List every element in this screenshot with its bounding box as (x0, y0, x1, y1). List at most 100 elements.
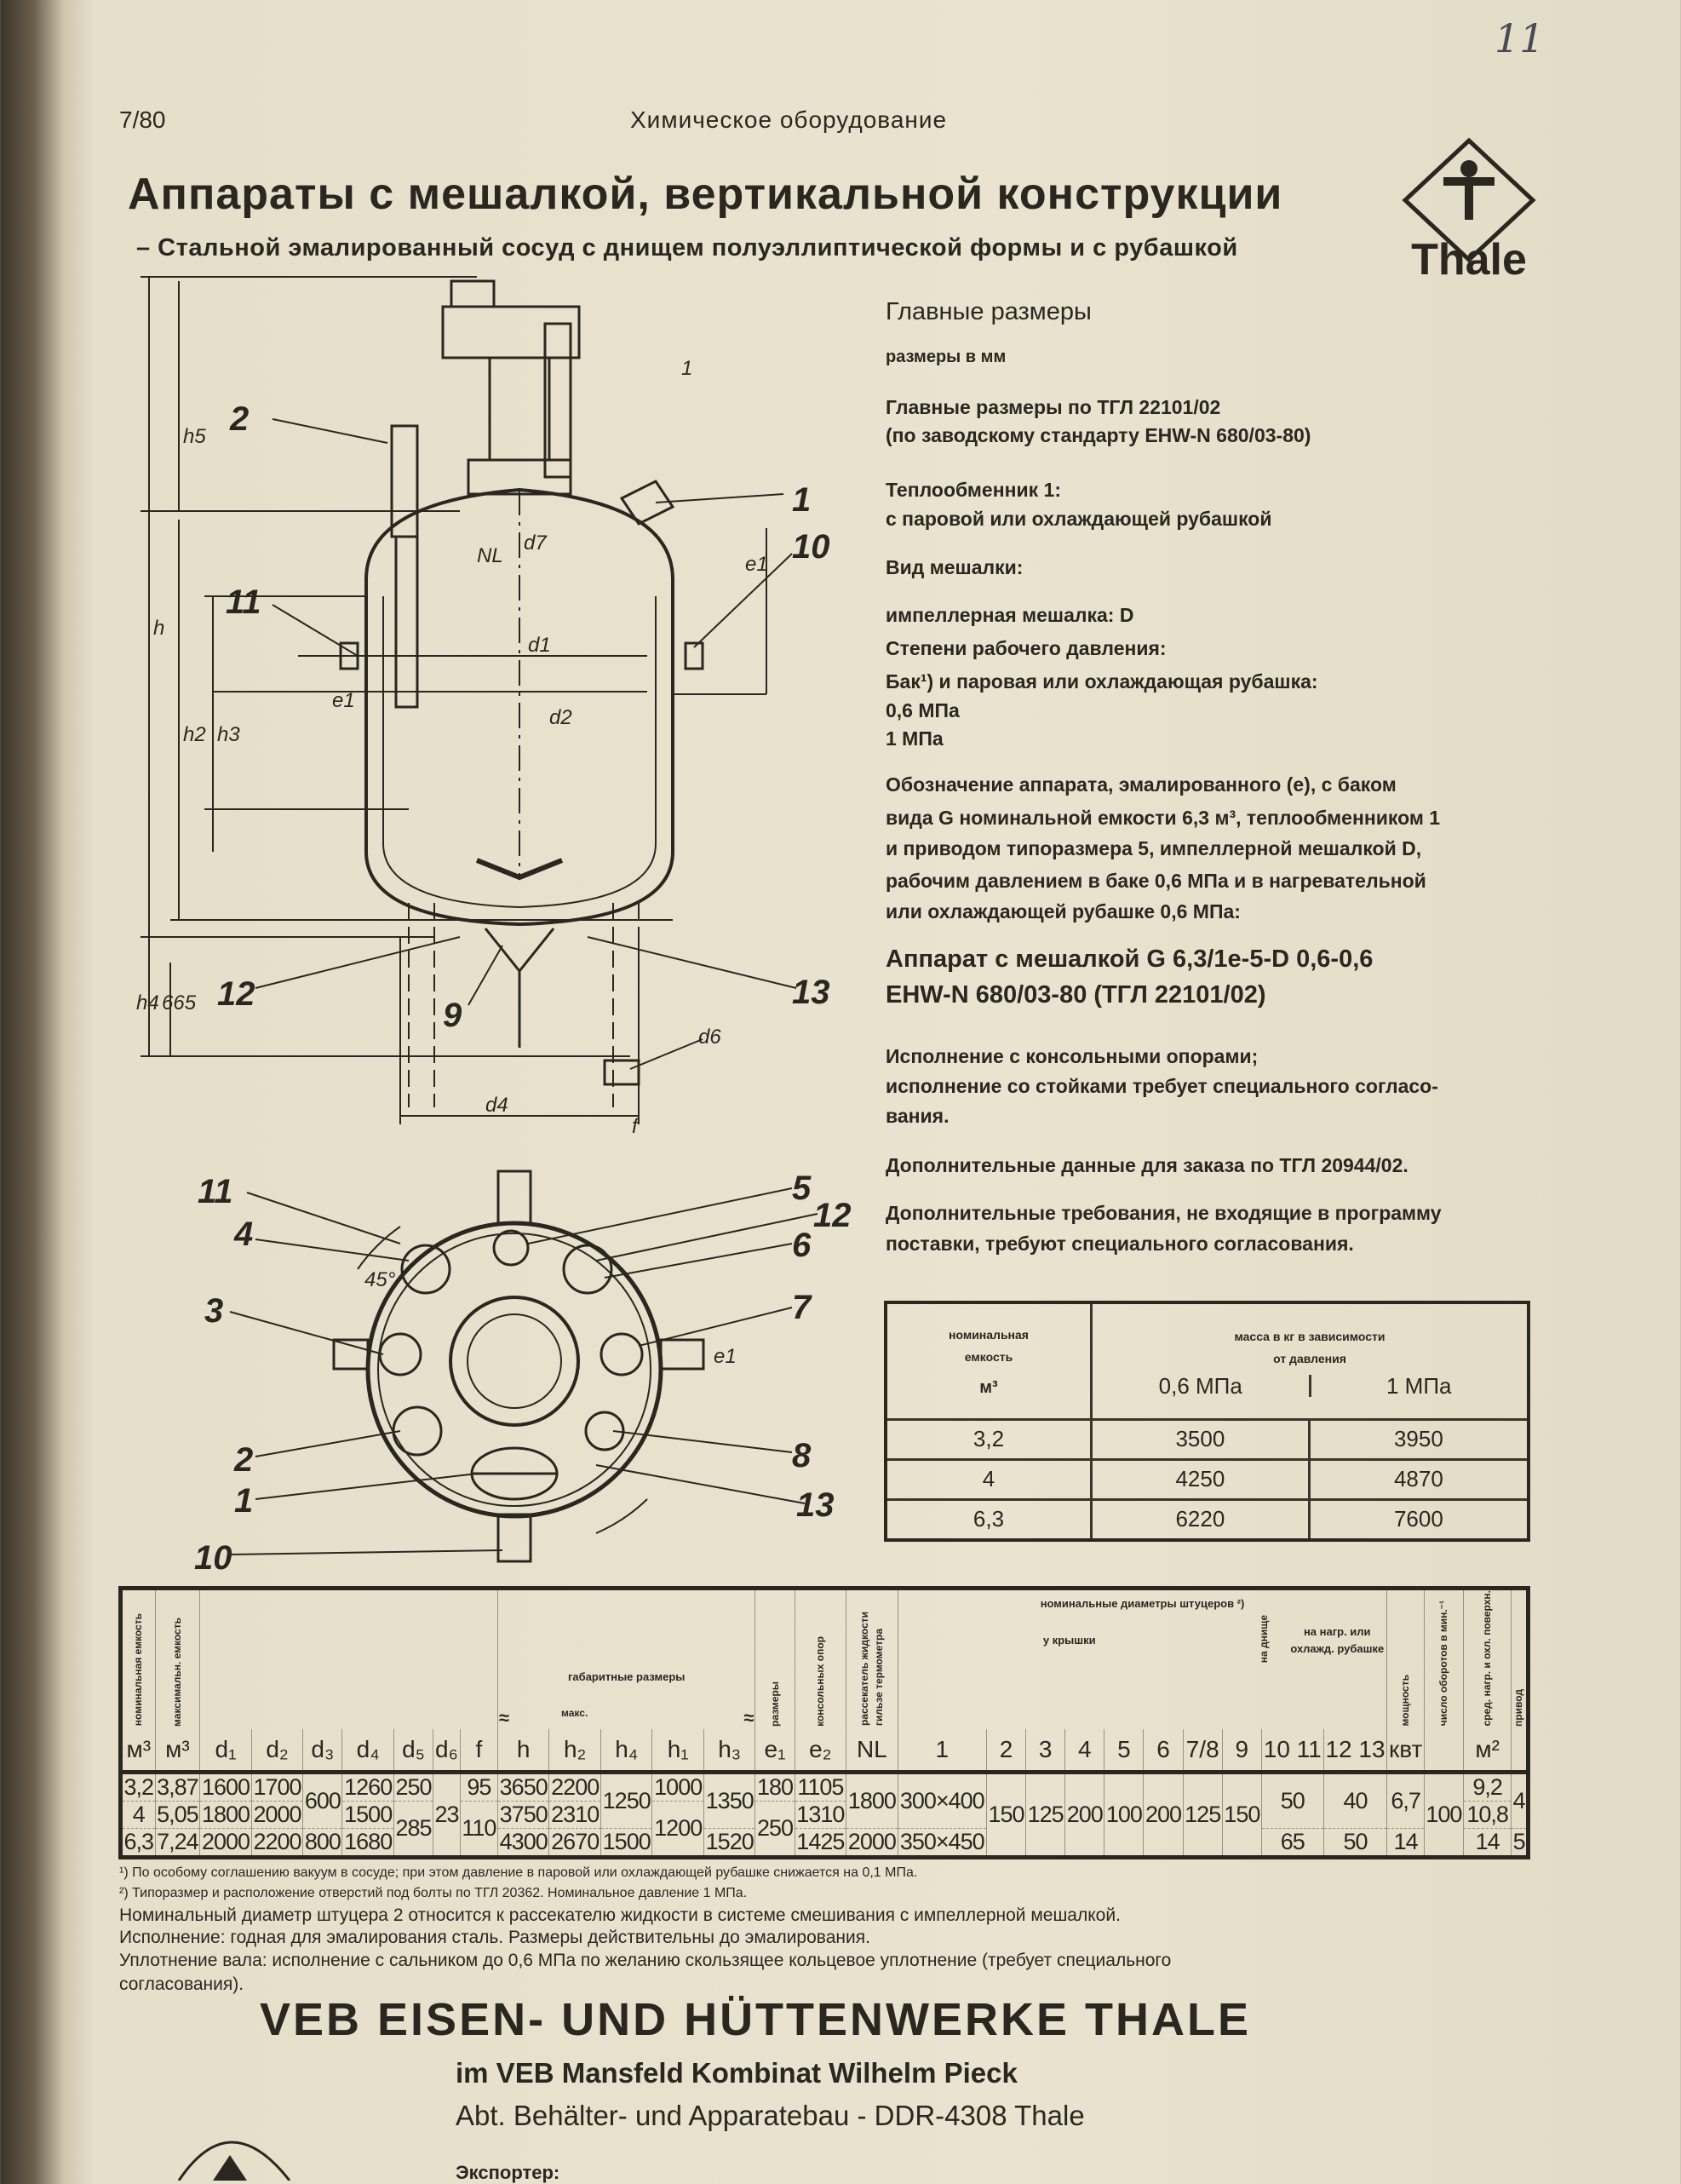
table-cell: 1700 (250, 1771, 303, 1801)
spec-line: или охлаждающей рубашке 0,6 МПа: (886, 900, 1241, 922)
column-symbol: h₄ (600, 1728, 652, 1774)
spec-line: Дополнительные данные для заказа по ТГЛ … (886, 1154, 1408, 1176)
table-cell: 14 (1386, 1827, 1425, 1857)
column-symbol: d₅ (393, 1728, 433, 1774)
spec-line: Степени рабочего давления: (886, 637, 1167, 659)
dim-h2: h2 (183, 723, 206, 746)
header-nominal-capacity: номинальная емкость (120, 1588, 155, 1729)
callout-11: 11 (226, 583, 261, 621)
logo-text: Thale (1411, 235, 1527, 277)
column-symbol: d₄ (341, 1728, 394, 1774)
column-symbol: h₃ (703, 1728, 755, 1774)
table-cell: 1680 (341, 1827, 394, 1857)
table-cell: 2000 (250, 1800, 303, 1828)
table-cell: 1800 (199, 1800, 252, 1828)
cell: 6220 (1090, 1497, 1311, 1542)
plan-callout-5: 5 (792, 1170, 812, 1207)
spec-units: размеры в мм (886, 348, 1007, 366)
table-cell: 100 (1104, 1771, 1144, 1857)
callout-12: 12 (217, 975, 255, 1013)
table-cell: 300×400 (897, 1771, 987, 1828)
callout-10: 10 (792, 528, 830, 566)
company-kombinat: im VEB Mansfeld Kombinat Wilhelm Pieck (456, 2057, 1018, 2089)
table-cell: 350×450 (897, 1827, 987, 1857)
table-cell: 1310 (794, 1800, 846, 1828)
table-cell: 125 (1182, 1771, 1223, 1857)
table-cell: 4 (120, 1800, 155, 1828)
column-symbol: 10 11 (1260, 1728, 1324, 1774)
table-cell: 2200 (250, 1827, 303, 1857)
plan-callout-13: 13 (796, 1486, 835, 1524)
table-cell: 6,7 (1386, 1771, 1425, 1828)
table-cell: 1000 (651, 1771, 704, 1801)
table-cell: 95 (459, 1771, 498, 1801)
table-cell: 3650 (496, 1771, 549, 1801)
table-cell: 3,2 (120, 1771, 155, 1801)
section-mark: 1 (681, 357, 692, 380)
header-text: сред. нагр. и охл. поверхн. (1481, 1590, 1494, 1727)
header-text: номинальная (949, 1327, 1029, 1342)
column-symbol: 9 (1221, 1728, 1262, 1774)
dim-d1: d1 (528, 634, 551, 657)
table-cell: 1105 (794, 1771, 846, 1801)
spec-line: Дополнительные требования, не входящие в… (886, 1202, 1442, 1224)
table-cell: 800 (302, 1827, 342, 1857)
cell: 3950 (1307, 1417, 1530, 1461)
cell: 4 (884, 1457, 1093, 1501)
header-text: от давления (1273, 1351, 1346, 1365)
plan-callout-1: 1 (234, 1482, 253, 1520)
cell: 7600 (1307, 1497, 1530, 1542)
column-symbol: 3 (1025, 1728, 1065, 1774)
callout-1: 1 (792, 481, 811, 519)
section-header: Химическое оборудование (630, 106, 948, 133)
dim-665: 665 (162, 991, 197, 1014)
dim-d4: d4 (485, 1094, 508, 1117)
thale-logo: Thale (1402, 137, 1536, 277)
column-symbol: NL (846, 1728, 898, 1774)
table-cell: 7,24 (154, 1827, 200, 1857)
table-cell: 1500 (600, 1827, 652, 1857)
header-blank (199, 1588, 498, 1729)
dim-e1-left: e1 (332, 689, 355, 712)
header-text: рассекатель жидкости (858, 1612, 871, 1727)
header-power: мощность (1386, 1588, 1425, 1729)
header-pressure-06: 0,6 МПа (1093, 1374, 1311, 1397)
callout-13: 13 (792, 974, 830, 1011)
column-symbol: 1 (897, 1728, 987, 1774)
table-cell: 200 (1143, 1771, 1184, 1857)
header-text: размеры (768, 1681, 781, 1727)
column-symbol: 6 (1143, 1728, 1184, 1774)
dim-e1: e1 (745, 553, 768, 576)
cell: 4250 (1090, 1457, 1311, 1501)
table-cell: 3,87 (154, 1771, 200, 1801)
spec-line: вида G номинальной емкости 6,3 м³, тепло… (886, 807, 1441, 829)
cell: 3500 (1090, 1417, 1311, 1461)
dimensions-table: номинальная емкость максимальн. емкость … (118, 1586, 1530, 1859)
header-text: на днище (1257, 1615, 1270, 1664)
cell: 6,3 (884, 1497, 1093, 1542)
table-cell: 600 (302, 1771, 342, 1828)
table-cell: 1800 (846, 1771, 898, 1828)
spec-line: Главные размеры по ТГЛ 22101/02 (886, 396, 1221, 418)
spec-line: с паровой или охлаждающей рубашкой (886, 508, 1272, 530)
table-cell: 2000 (846, 1827, 898, 1857)
table-cell: 150 (985, 1771, 1026, 1857)
dim-h3: h3 (217, 723, 240, 746)
spec-line: (по заводскому стандарту EHW-N 680/03-80… (886, 424, 1311, 446)
column-symbol: d₂ (250, 1728, 303, 1774)
dim-h: h (153, 617, 164, 640)
table-cell: 250 (754, 1800, 795, 1857)
column-symbol: 12 13 (1322, 1728, 1387, 1774)
header-text: емкость (964, 1349, 1013, 1364)
header-text: номинальная емкость (132, 1613, 145, 1727)
table-cell: 1425 (794, 1827, 846, 1857)
handwritten-page-number: 11 (1495, 15, 1545, 61)
column-symbol: 7/8 (1182, 1728, 1223, 1774)
column-symbol: м³ (154, 1728, 200, 1774)
designation-line-1: Аппарат с мешалкой G 6,3/1e-5-D 0,6-0,6 (886, 945, 1374, 973)
header-e2: консольных опор (794, 1588, 846, 1729)
column-symbol: d₁ (199, 1728, 252, 1774)
table-cell: 9,2 (1462, 1771, 1512, 1801)
